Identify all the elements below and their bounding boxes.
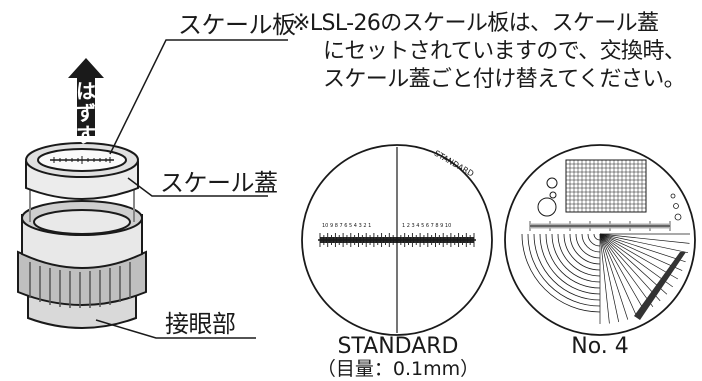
no4-arc — [551, 233, 601, 283]
no4-arc — [575, 233, 601, 259]
no4-ray — [599, 233, 637, 317]
no4-ray — [599, 233, 679, 280]
no4-ray — [599, 233, 620, 323]
no4-arc — [545, 233, 601, 289]
no4-ray — [599, 233, 629, 320]
remove-char-3: す — [76, 123, 96, 147]
svg-text:10 9 8 7 6 5 4 3 2 1: 10 9 8 7 6 5 4 3 2 1 — [322, 223, 371, 229]
standard-scale-ticks — [319, 233, 475, 247]
no4-ray — [599, 233, 689, 254]
no4-ray — [599, 233, 668, 295]
scale-plate-label: スケール板 — [178, 11, 296, 39]
note-line-2: にセットされていますので、交換時、 — [323, 39, 686, 64]
leader-lines — [95, 39, 288, 339]
eyepiece-label: 接眼部 — [165, 310, 236, 338]
no4-arc — [539, 233, 601, 295]
no4-ray — [599, 233, 610, 324]
note-line-1: ※LSL-26のスケール板は、スケール蓋 — [292, 11, 659, 36]
remove-arrow — [68, 58, 104, 136]
svg-text:1 2 3 4 5 6 7 8 9 10: 1 2 3 4 5 6 7 8 9 10 — [402, 223, 451, 229]
no4-arc — [521, 233, 601, 313]
standard-subcaption: （目量：0.1mm） — [316, 358, 480, 380]
no4-ray — [599, 233, 646, 313]
remove-label: は ず す — [74, 80, 98, 146]
no4-reticle — [504, 144, 696, 336]
no4-hatched-sector — [634, 252, 686, 320]
no4-ray — [599, 233, 654, 308]
no4-arc — [581, 233, 601, 253]
standard-caption: STANDARD — [337, 334, 459, 359]
no4-arc — [563, 233, 601, 271]
note-line-3: スケール蓋ごと付け替えてください。 — [323, 67, 686, 92]
standard-reticle — [301, 144, 493, 336]
scale-cap-label: スケール蓋 — [160, 169, 278, 197]
no4-ray — [599, 233, 686, 263]
no4-arc — [527, 233, 601, 307]
no4-arc — [587, 233, 601, 247]
standard-scale-numbers: 10 9 8 7 6 5 4 3 2 1 1 2 3 4 5 6 7 8 9 1… — [322, 223, 451, 229]
no4-ray — [599, 233, 661, 302]
loupe-illustration — [17, 142, 147, 329]
remove-char-2: ず — [76, 101, 96, 125]
no4-caption: No. 4 — [571, 334, 629, 359]
remove-char-1: は — [76, 79, 96, 103]
no4-arc — [569, 233, 601, 265]
no4-ray — [599, 233, 674, 288]
standard-arc-label: STANDARD — [433, 149, 476, 179]
no4-arc — [533, 233, 601, 301]
no4-arc — [593, 233, 601, 241]
no4-arc — [557, 233, 601, 277]
no4-ray — [599, 233, 690, 244]
no4-ray — [599, 233, 683, 271]
knurl-lines — [29, 262, 131, 308]
